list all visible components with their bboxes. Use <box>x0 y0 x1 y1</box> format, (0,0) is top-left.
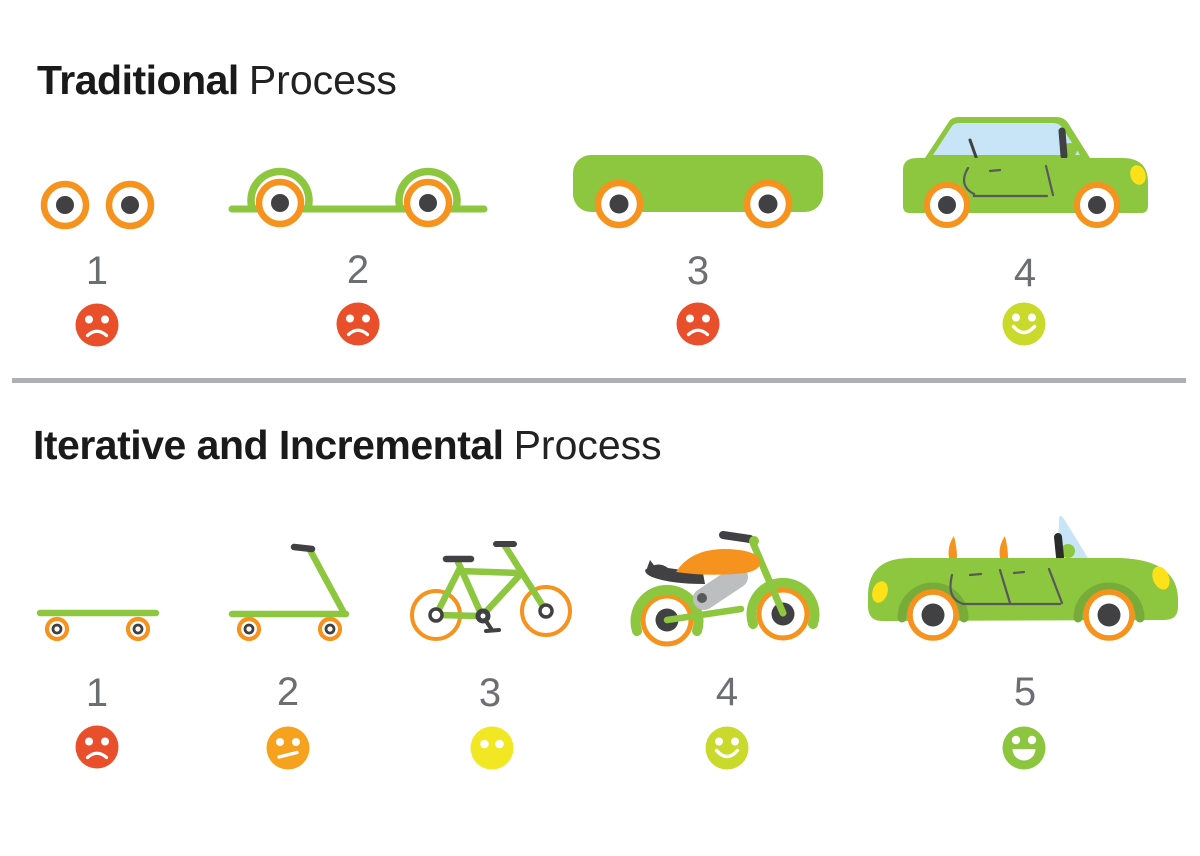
skeptical-face-icon <box>264 724 312 772</box>
neutral-face-icon <box>470 726 514 770</box>
step-number: 1 <box>86 249 108 293</box>
step-number: 5 <box>1014 670 1036 714</box>
iterative-step5-convertible-illustration <box>868 515 1178 641</box>
step-number: 2 <box>347 248 369 292</box>
door-pillar <box>1058 127 1068 160</box>
seat <box>645 564 705 584</box>
headlight <box>1152 566 1170 590</box>
pedal <box>484 619 501 633</box>
iterative-step2-scooter-illustration <box>228 543 350 642</box>
step-number: 4 <box>1014 251 1036 295</box>
sad-face-icon <box>334 300 382 348</box>
fuel-tank <box>676 549 761 575</box>
section-divider-line <box>12 378 1186 383</box>
headrest <box>1061 544 1075 558</box>
traditional-step3-car-body-illustration <box>573 155 823 229</box>
title-light-text: Process <box>248 57 397 103</box>
traditional-step1-wheels-illustration <box>40 180 155 230</box>
iterative-step4-motorcycle-illustration <box>630 531 820 647</box>
front-wheel-arch <box>1073 582 1145 623</box>
windshield-pillar <box>1054 533 1064 561</box>
title-bold-text: Traditional <box>37 57 239 103</box>
orange-headrest-spike <box>999 536 1008 558</box>
step-number: 4 <box>716 670 738 714</box>
orange-headrest-spike <box>948 536 957 558</box>
bike-frame <box>432 542 550 620</box>
step-number: 3 <box>479 671 501 715</box>
traditional-step4-finished-car-illustration <box>903 117 1148 228</box>
windshield <box>933 123 1080 155</box>
iterative-step3-bicycle-illustration <box>410 541 572 641</box>
step-number: 3 <box>687 249 709 293</box>
front-fender <box>746 577 820 629</box>
title-bold-text: Iterative and Incremental <box>33 422 504 468</box>
delighted-face-icon <box>1002 726 1046 770</box>
sad-face-icon <box>73 723 121 771</box>
rear-wheel-arch <box>897 582 969 623</box>
step-number: 1 <box>86 671 108 715</box>
iterative-step1-skateboard-illustration <box>36 609 160 642</box>
traditional-step2-chassis-illustration <box>228 167 488 228</box>
headlight <box>1130 165 1146 185</box>
sad-face-icon <box>674 300 722 348</box>
sad-face-icon <box>73 301 121 349</box>
happy-face-icon <box>703 724 751 772</box>
step-number: 2 <box>277 670 299 714</box>
title-light-text: Process <box>513 422 662 468</box>
handlebar <box>719 531 754 543</box>
handlebar <box>290 543 316 553</box>
happy-face-icon <box>1000 300 1048 348</box>
tail-light <box>872 581 888 603</box>
fork <box>749 539 787 617</box>
